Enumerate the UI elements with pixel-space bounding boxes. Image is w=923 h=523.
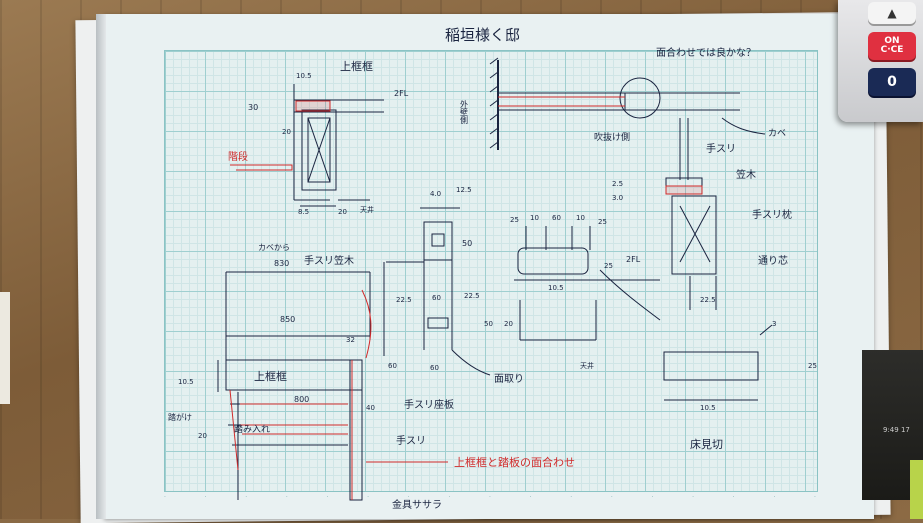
calc-arrow-label: ▲ (887, 6, 897, 20)
dim-20a: 20 (282, 128, 291, 136)
dim-30b: 3.0 (612, 194, 623, 202)
label-fl-top: 2FL (394, 89, 409, 98)
drawing-title: 稲垣様く邸 (445, 26, 520, 44)
label-ceiling-mid: 天井 (580, 361, 594, 370)
upper-frame-post (301, 109, 337, 191)
label-fukinuke: 吹抜け側 (594, 131, 630, 143)
dim-225b: 22.5 (464, 292, 480, 300)
dim-60a: 60 (552, 214, 561, 222)
sticky-note (910, 460, 923, 519)
dim-60b: 60 (432, 294, 441, 302)
dim-25c: 25 (604, 262, 613, 270)
label-gaiheki: 外壁側 (460, 99, 469, 124)
dim-20b: 20 (338, 208, 347, 216)
grid-scale-ticks: ················· (164, 494, 816, 501)
dim-30a: 30 (248, 103, 258, 112)
label-kabe-kara: カベから (258, 243, 290, 252)
label-tesuri-lower: 手スリ (396, 434, 426, 447)
dim-40b: 40 (366, 404, 375, 412)
calc-arrow-key[interactable]: ▲ (868, 2, 916, 24)
label-tesuri-right: 手スリ (706, 142, 736, 155)
dim-850: 850 (280, 315, 295, 324)
dim-105a: 10.5 (296, 72, 312, 80)
dim-800: 800 (294, 395, 309, 404)
label-hasiragiri: 踏がけ (168, 412, 192, 422)
label-toori-hashira: 通り芯 (758, 254, 788, 267)
label-kabe: カベ (768, 128, 786, 139)
dim-830: 830 (274, 259, 289, 268)
dim-85: 8.5 (298, 208, 309, 216)
dim-105b: 10.5 (548, 284, 564, 292)
label-ceiling-top: 天井 (360, 205, 374, 214)
calculator: ▲ ON C·CE 0 (838, 0, 923, 122)
dim-50b: 50 (484, 320, 493, 328)
label-red-note: 上框框と踏板の面合わせ (454, 455, 575, 469)
label-mentsura-question: 面合わせでは良かな？ (656, 46, 756, 59)
label-kasagi: 笠木 (736, 168, 756, 181)
label-tesuri-futa: 手スリ枕 (752, 208, 792, 221)
dim-20d: 20 (198, 432, 207, 440)
dim-32: 32 (346, 336, 355, 344)
dim-25b: 25 (598, 218, 607, 226)
calc-zero-label: 0 (887, 74, 897, 90)
dim-50: 50 (462, 239, 472, 248)
dim-125: 12.5 (456, 186, 472, 194)
label-nosing: 階段 (228, 150, 248, 163)
calc-on-label: ON (884, 35, 900, 46)
calc-ce-label: C·CE (880, 45, 904, 55)
dim-20c: 20 (504, 320, 513, 328)
label-yukamikiri: 床見切 (690, 437, 723, 451)
label-tesuri-kasagi: 手スリ笠木 (304, 254, 354, 267)
dim-105c: 10.5 (178, 378, 194, 386)
dim-10b: 10 (576, 214, 585, 222)
dim-25d: 2.5 (612, 180, 623, 188)
dim-10a: 10 (530, 214, 539, 222)
label-tesuri-zaita: 手スリ座板 (404, 398, 454, 411)
dim-60c: 60 (388, 362, 397, 370)
grid-area (164, 50, 818, 492)
label-joukamachi-lower: 上框框 (254, 370, 287, 383)
label-fumiita: 踏み入れ (234, 423, 270, 435)
dim-225a: 22.5 (396, 296, 412, 304)
label-fl-mid: 2FL (626, 255, 641, 264)
dim-25e: 25 (808, 362, 817, 370)
left-paper-edge (0, 292, 10, 404)
label-joukamachi: 上框框 (340, 60, 373, 73)
dim-25a: 25 (510, 216, 519, 224)
label-mentori: 面取り (494, 373, 524, 385)
phone-clock: 9:49 17 (883, 426, 910, 434)
dim-40: 4.0 (430, 190, 441, 198)
dim-105d: 10.5 (700, 404, 716, 412)
dim-3: 3 (772, 320, 776, 328)
paper-binding-edge (96, 14, 106, 519)
calc-zero-key[interactable]: 0 (868, 68, 916, 96)
label-kanagu: 金具ササラ (392, 498, 442, 511)
dim-225c: 22.5 (700, 296, 716, 304)
dim-60d: 60 (430, 364, 439, 372)
calc-on-ce-key[interactable]: ON C·CE (868, 32, 916, 60)
